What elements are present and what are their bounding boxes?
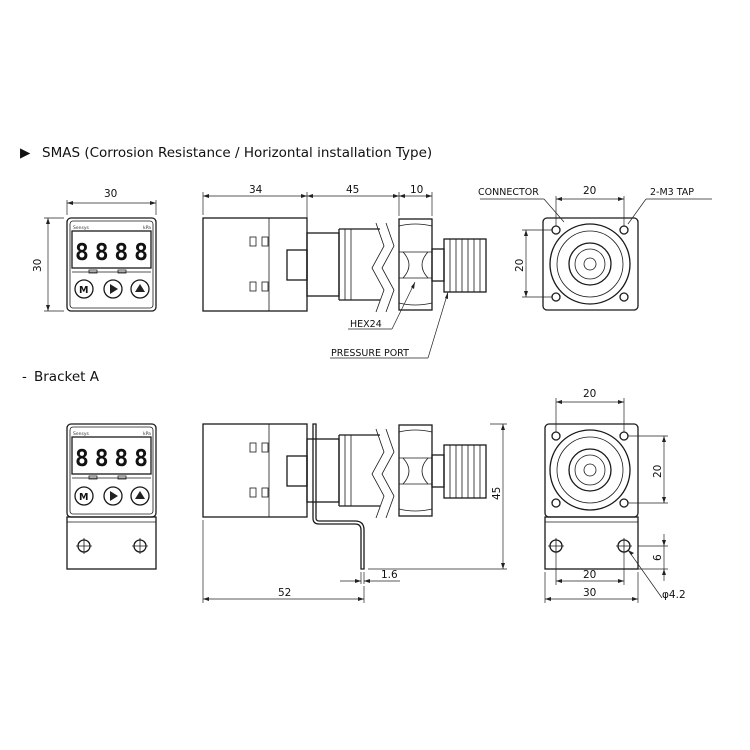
- dim-label: 45: [491, 487, 503, 500]
- section-marker: ▶: [20, 145, 31, 161]
- section-title-bracket: Bracket A: [34, 369, 100, 385]
- unit-label: kPa: [143, 225, 151, 231]
- bracket-profile: [312, 423, 365, 570]
- dim-label: 6: [652, 554, 664, 561]
- dim-label: 30: [104, 188, 117, 200]
- section-title-smas: SMAS (Corrosion Resistance / Horizontal …: [42, 145, 432, 161]
- dim-label: 20: [583, 388, 596, 400]
- mode-button[interactable]: [74, 486, 94, 506]
- svg-text:M: M: [79, 285, 88, 296]
- dim-label: 34: [249, 184, 263, 196]
- svg-text:M: M: [79, 492, 88, 503]
- mode-button[interactable]: [74, 279, 94, 299]
- rear-view-top: [542, 217, 639, 311]
- hex-label: HEX24: [350, 319, 382, 330]
- dim-label: 20: [652, 465, 664, 478]
- dim-label: 20: [583, 185, 596, 197]
- play-button[interactable]: [103, 279, 123, 299]
- tap-hole: [551, 225, 561, 235]
- tap-hole: [619, 225, 629, 235]
- brand-label: Sensys: [73, 431, 89, 437]
- pressure-port-label: PRESSURE PORT: [331, 348, 409, 359]
- dim-label: 10: [410, 184, 423, 196]
- play-button[interactable]: [103, 486, 123, 506]
- section-marker: -: [22, 369, 27, 385]
- dim-side-top: 34 45 10: [202, 184, 433, 230]
- section-header-smas: ▶ SMAS (Corrosion Resistance / Horizonta…: [20, 145, 432, 161]
- front-view-bracket: Sensys kPa 8888 M: [66, 423, 157, 570]
- dim-rear-top: 20 20 CONNECTOR 2-M3 TAP: [478, 185, 712, 298]
- dim-label: 52: [278, 587, 291, 599]
- brand-label: Sensys: [73, 225, 89, 231]
- dim-label: 30: [583, 587, 596, 599]
- section-header-bracket: - Bracket A: [22, 369, 100, 385]
- dim-label: 20: [514, 259, 526, 272]
- dim-front-width: 30: [66, 188, 157, 215]
- dim-bracket-thickness: 1.6: [340, 569, 400, 584]
- callout-hex: HEX24: [348, 281, 416, 330]
- dim-label: 30: [32, 259, 44, 272]
- side-view-top: [202, 217, 487, 313]
- tap-label: 2-M3 TAP: [650, 187, 694, 198]
- side-view-bracket: [202, 423, 487, 570]
- front-view-top: Sensys kPa 8888 M: [66, 217, 157, 312]
- connector-label: CONNECTOR: [478, 187, 539, 198]
- dim-label: 20: [583, 569, 596, 581]
- hole-dia-label: φ4.2: [662, 589, 686, 601]
- dim-front-height: 30: [32, 217, 64, 312]
- tap-hole: [551, 292, 561, 302]
- rear-view-bracket: [544, 423, 639, 570]
- lcd-display: [71, 436, 152, 475]
- dim-label: 1.6: [381, 569, 398, 581]
- up-button[interactable]: [130, 486, 150, 506]
- dim-label: 45: [346, 184, 359, 196]
- tap-hole: [619, 292, 629, 302]
- dim-rear-bracket: 20 20 6 20 30 φ4.2: [544, 388, 686, 603]
- lcd-display: [71, 230, 152, 269]
- bracket-plate: [66, 516, 157, 570]
- callout-pressure-port: PRESSURE PORT: [330, 291, 449, 359]
- dim-bracket-height: 45: [368, 423, 507, 570]
- dim-bracket-length: 52: [202, 520, 365, 603]
- up-button[interactable]: [130, 279, 150, 299]
- unit-label: kPa: [143, 431, 151, 437]
- bracket-plate: [544, 516, 639, 570]
